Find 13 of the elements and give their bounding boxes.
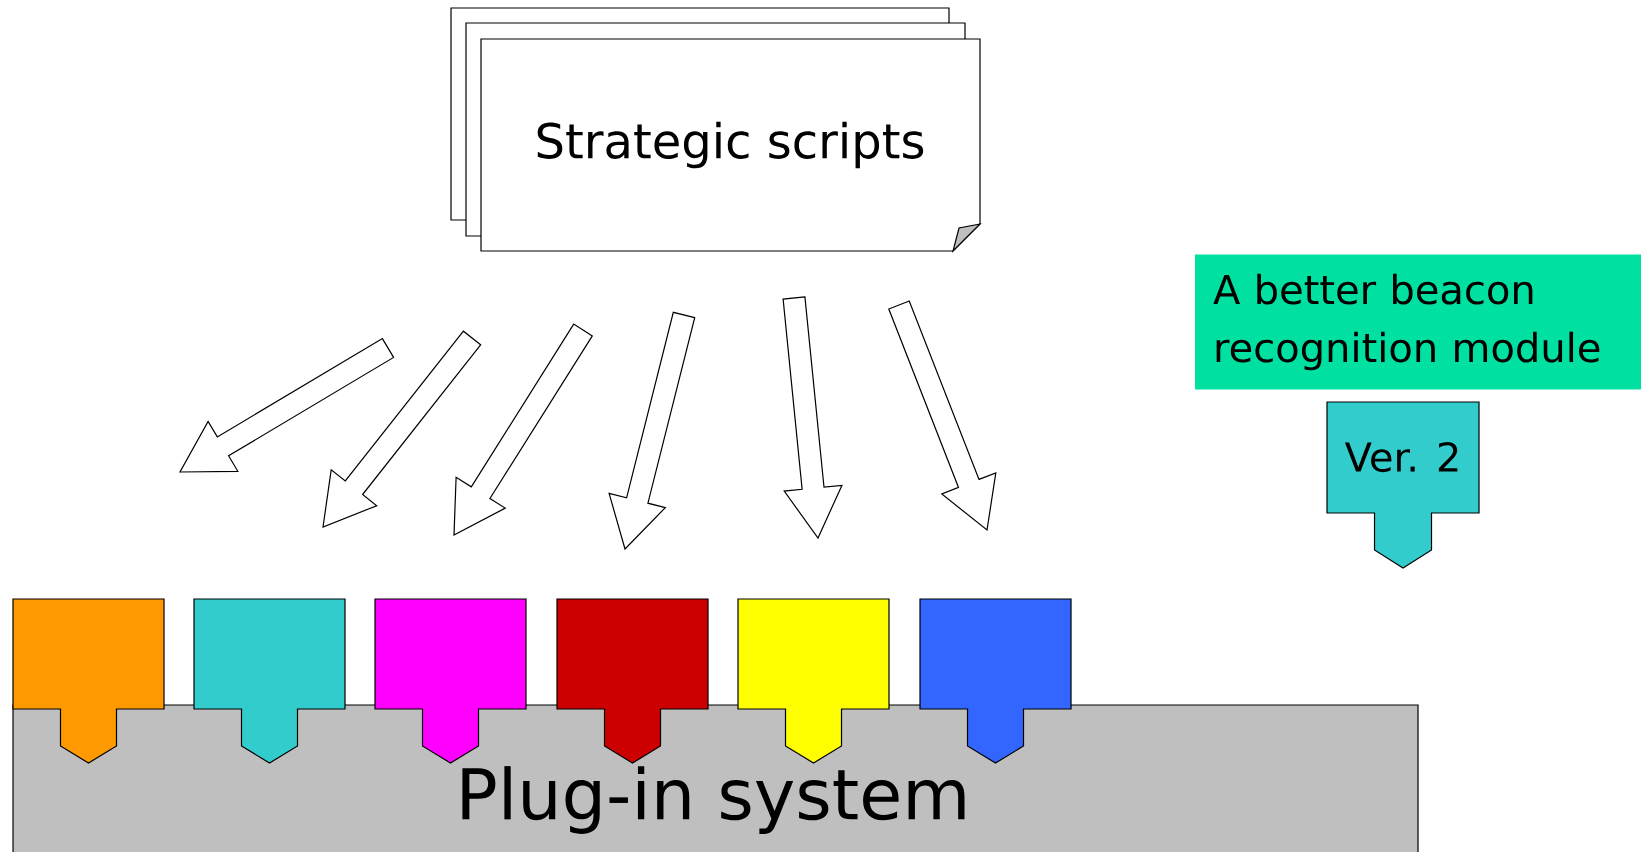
- plug-shape: [12, 598, 165, 764]
- plug-shape: [556, 598, 709, 764]
- block-arrow: [178, 337, 395, 473]
- plug-shape: [374, 598, 527, 764]
- block-arrow: [888, 300, 997, 532]
- plug-shape: [737, 598, 890, 764]
- block-arrow: [782, 296, 843, 540]
- block-arrow: [608, 311, 696, 551]
- plugin-band: Plug-in system: [12, 704, 1419, 852]
- plug-shape: [919, 598, 1072, 764]
- module-box: A better beacon recognition module: [1195, 254, 1641, 390]
- plug-shape: [193, 598, 346, 764]
- block-arrow: [322, 330, 482, 528]
